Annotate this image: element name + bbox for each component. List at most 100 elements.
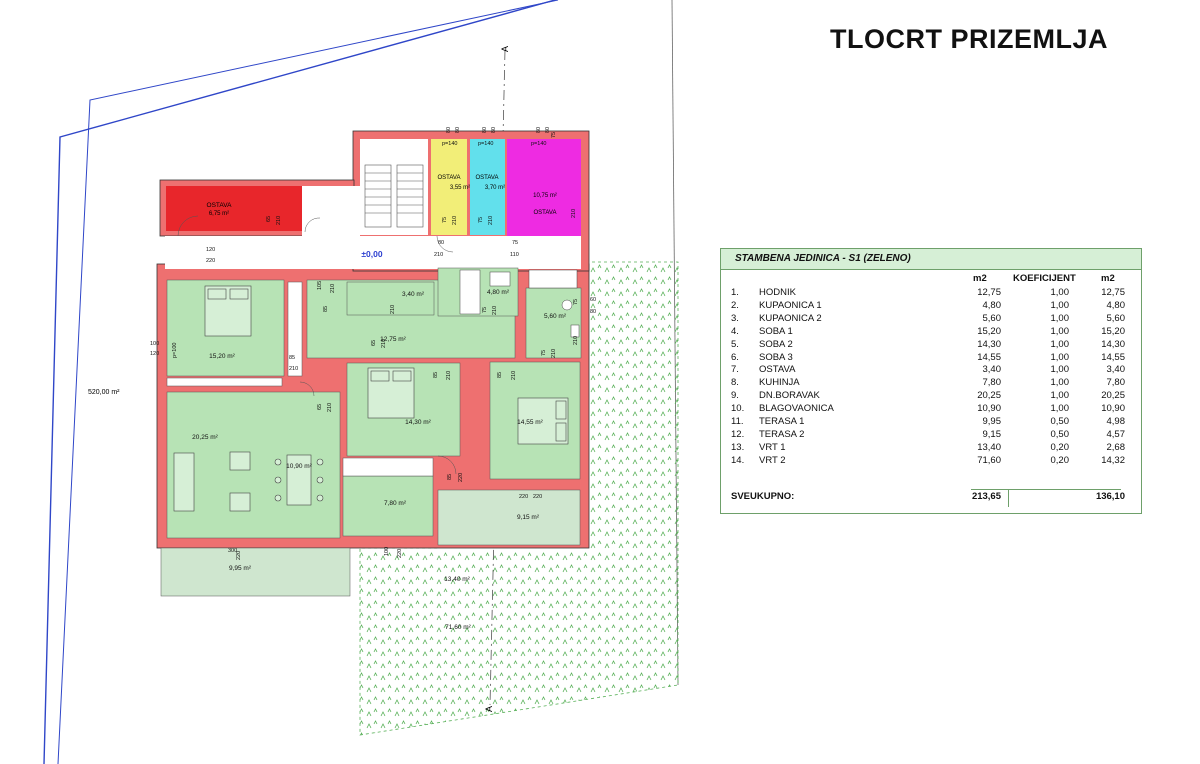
legend-cell-m2b: 4,80: [1106, 299, 1126, 311]
legend-cell-name: KUHINJA: [759, 377, 800, 389]
dim-d80d: 80: [491, 127, 497, 133]
dim-d210k: 210: [289, 366, 298, 372]
legend-cell-m2: 7,80: [982, 377, 1002, 389]
legend-col-koef: KOEFICIJENT: [1013, 273, 1076, 284]
dim-d220a: 220: [206, 258, 215, 264]
legend-cell-m2: 3,40: [982, 364, 1002, 376]
legend-cell-m2: 4,80: [982, 299, 1002, 311]
area-garden-2: 71,60 m²: [445, 624, 471, 631]
area-kitchen: 7,80 m²: [384, 500, 407, 507]
total-label: SVEUKUPNO:: [731, 491, 795, 502]
legend-cell-m2: 12,75: [977, 287, 1001, 298]
area-bath-2: 4,80 m²: [487, 289, 510, 296]
legend-cell-name: VRT 2: [759, 454, 786, 466]
area-terrace-l: 9,95 m²: [229, 565, 252, 572]
kitchen-counter: [342, 457, 434, 477]
area-wc: 5,60 m²: [544, 313, 567, 320]
legend-cell-num: 5.: [731, 338, 739, 350]
dim-d80h: 80: [590, 309, 596, 315]
dim-d120b: 120: [150, 351, 159, 357]
legend-cell-num: 10.: [731, 403, 745, 415]
dim-p2: p=140: [478, 141, 493, 147]
legend-cell-koef: 1,00: [1050, 377, 1070, 389]
dim-d85d: 85: [497, 372, 503, 378]
area-soba-3: 14,55 m²: [517, 419, 543, 426]
legend-cell-koef: 1,00: [1050, 390, 1070, 402]
dim-d75f: 75: [541, 350, 547, 356]
legend-cell-name: VRT 1: [759, 441, 786, 453]
legend-cell-m2: 10,90: [977, 403, 1001, 415]
dim-dp100: p=100: [172, 343, 178, 358]
hall-wardrobe: [166, 377, 283, 387]
dim-d110: 110: [510, 252, 519, 258]
legend-cell-koef: 1,00: [1050, 351, 1070, 363]
dim-d210a: 210: [452, 216, 458, 225]
dim-d220c: 220: [519, 494, 528, 500]
legend-cell-m2: 9,95: [982, 416, 1002, 427]
door-swings: [177, 215, 457, 475]
legend-cell-koef: 1,00: [1050, 338, 1070, 350]
dim-d75e: 75: [482, 307, 488, 313]
dim-d75b: 75: [478, 217, 484, 223]
dim-d210j: 210: [573, 336, 579, 345]
area-legend-table: STAMBENA JEDINICA - S1 (ZELENO) m2 KOEFI…: [720, 248, 1142, 514]
legend-cell-name: KUPAONICA 2: [759, 312, 822, 324]
legend-cell-num: 12.: [731, 428, 745, 440]
legend-cell-name: HODNIK: [759, 287, 796, 298]
dim-d80g: 80: [438, 240, 444, 246]
dim-d85c: 85: [433, 372, 439, 378]
total-m2-weighted: 136,10: [1095, 491, 1125, 502]
ostava-cyan-area: 3,70 m²: [485, 185, 505, 191]
dim-d80c: 80: [482, 127, 488, 133]
living-furniture: [173, 451, 324, 512]
dim-d80e: 80: [536, 127, 542, 133]
ostava-cyan: [470, 139, 505, 235]
area-living: 20,25 m²: [192, 434, 218, 441]
legend-cell-num: 7.: [731, 364, 739, 376]
ostava-magenta-label: OSTAVA: [533, 210, 556, 216]
legend-cell-m2b: 3,40: [1106, 364, 1126, 376]
dim-d210b: 210: [488, 216, 494, 225]
area-soba-2: 14,30 m²: [405, 419, 431, 426]
legend-cell-num: 9.: [731, 390, 739, 402]
dim-d300: 300: [228, 548, 237, 554]
dim-d80f: 80: [545, 127, 551, 133]
dim-d60: 60: [590, 297, 596, 303]
legend-cell-koef: 1,00: [1050, 299, 1070, 311]
dim-d220e: 220: [236, 551, 242, 560]
legend-row: 7. OSTAVA 3,40 1,00 3,40: [721, 364, 1141, 377]
legend-cell-koef: 1,00: [1050, 364, 1070, 376]
legend-cell-num: 4.: [731, 325, 739, 337]
room-bath-1: [346, 281, 435, 316]
legend-cell-m2b: 7,80: [1106, 377, 1126, 389]
dim-d210g: 210: [390, 305, 396, 314]
dim-d220d: 220: [533, 494, 542, 500]
legend-cell-m2b: 14,55: [1101, 351, 1125, 363]
legend-cell-koef: 0,50: [1050, 428, 1070, 440]
legend-cell-m2b: 4,57: [1106, 428, 1126, 440]
bed-soba-2: [367, 367, 415, 419]
dim-d220b: 220: [458, 473, 464, 482]
legend-cell-num: 13.: [731, 441, 745, 453]
ostava-cyan-label: OSTAVA: [475, 175, 498, 181]
dim-d75c: 75: [551, 132, 557, 138]
legend-cell-name: SOBA 3: [759, 351, 793, 363]
total-divider: [971, 489, 1121, 490]
dim-d75g: 75: [573, 299, 579, 305]
legend-cell-koef: 1,00: [1050, 325, 1070, 337]
ostava-magenta-area: 10,75 m²: [533, 193, 557, 199]
dim-d80b: 80: [455, 127, 461, 133]
legend-cell-m2b: 15,20: [1101, 325, 1125, 337]
legend-cell-name: OSTAVA: [759, 364, 796, 376]
